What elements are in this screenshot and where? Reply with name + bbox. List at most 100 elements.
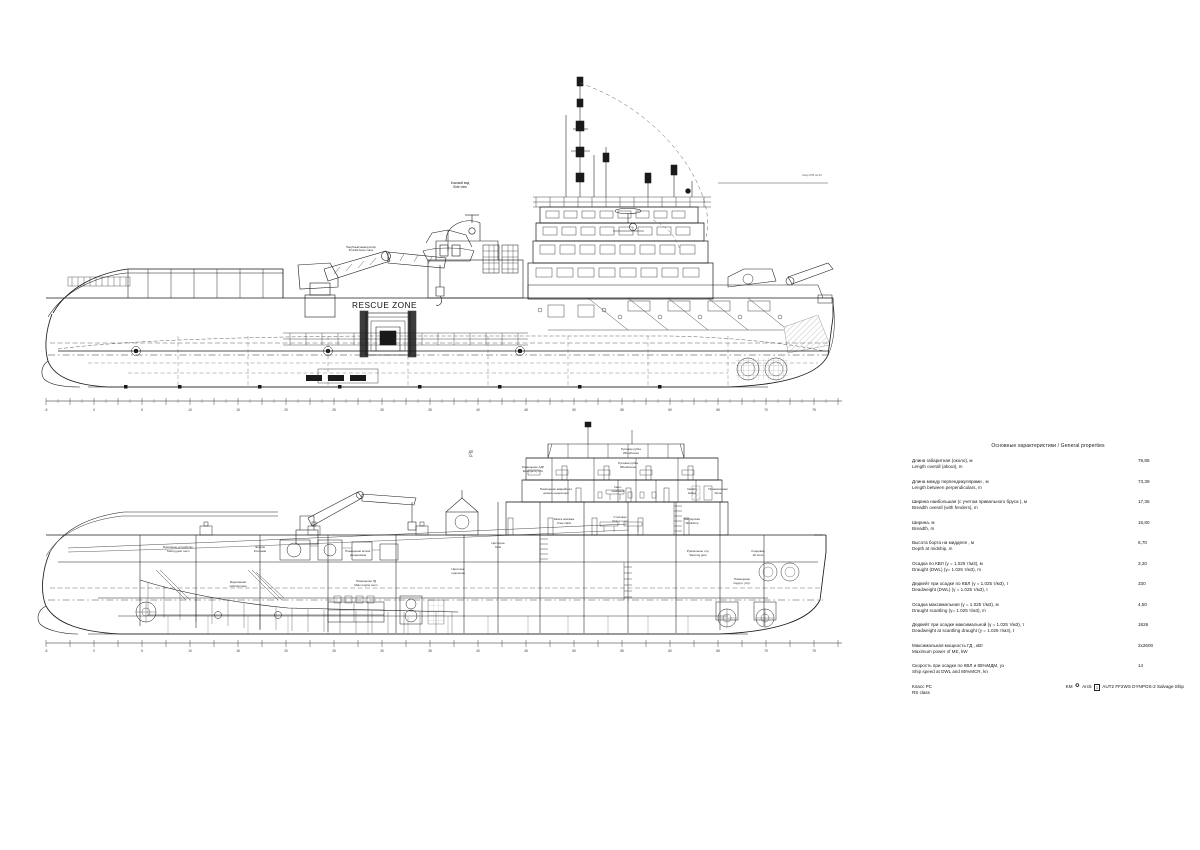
class-label-ru: Класс РС — [912, 683, 932, 689]
spec-label-en: Breadth, m — [912, 525, 935, 531]
spec-label-ru: Высота борта на мидделе , м — [912, 540, 975, 545]
spec-label-en: Depth at midship, m — [912, 546, 953, 551]
spec-label: Ширина, м Breadth, m — [912, 520, 1138, 532]
svg-text:5: 5 — [141, 649, 143, 653]
compartment-corridor: Помещение аварийного — [540, 487, 573, 491]
class-ice-category: Arc5 — [1082, 683, 1092, 689]
side-view-label: Боковой вид Side view — [450, 181, 470, 189]
spec-row-length-overall: Длина габаритная (около), м Length overa… — [912, 458, 1184, 470]
svg-text:-5: -5 — [45, 408, 48, 412]
spec-label-en: Length overall (about), m — [912, 464, 963, 469]
svg-text:40: 40 — [476, 408, 480, 412]
compartment-wheelhouse: Рулевая рубка — [618, 461, 638, 465]
spec-value: 3,20 — [1138, 560, 1147, 566]
svg-text:компания: компания — [612, 489, 625, 493]
svg-text:Steering gear: Steering gear — [689, 553, 706, 557]
spec-table-title: Основные характеристики / General proper… — [991, 443, 1105, 449]
svg-text:15: 15 — [236, 408, 240, 412]
svg-text:0: 0 — [93, 408, 95, 412]
svg-text:Tank: Tank — [495, 545, 502, 549]
general-properties-table: Основные характеристики / General proper… — [912, 443, 1184, 696]
spec-label-ru: Ширина наибольшая (с учетом привального … — [912, 499, 1028, 504]
svg-text:Aft store: Aft store — [753, 553, 764, 557]
class-box-digit: 1 — [1093, 683, 1101, 691]
spec-row-breadth-overall: Ширина наибольшая (с учетом привального … — [912, 499, 1184, 511]
svg-text:75: 75 — [812, 649, 816, 653]
spec-value: 79,85 — [1138, 458, 1150, 463]
spec-value: 14 — [1138, 663, 1144, 668]
compartment-provision: Провизионная — [708, 487, 728, 491]
spec-label-ru: Дедвейт при осадке по КВЛ (γ = 1.025 т/м… — [912, 581, 1009, 586]
spec-label-en: Draught scantling (γ= 1.025 т/м3), m — [912, 607, 986, 613]
spec-label: Дедвейт при осадке по КВЛ (γ = 1.025 т/м… — [912, 581, 1138, 593]
svg-text:5: 5 — [141, 408, 143, 412]
svg-text:45: 45 — [524, 649, 528, 653]
svg-text:10: 10 — [188, 408, 192, 412]
class-notation-text: AUT2 FF2WS DYNPOS-2 Salvage Ship — [1102, 683, 1184, 689]
spec-row-draught-scantling: Осадка максимальная (γ = 1.025 т/м3), м … — [912, 602, 1184, 614]
spec-value: 73,39 — [1138, 478, 1150, 484]
svg-text:55: 55 — [620, 649, 624, 653]
svg-text:Towing gear room: Towing gear room — [167, 549, 191, 553]
svg-text:25: 25 — [332, 408, 336, 412]
svg-text:Emergency DG: Emergency DG — [523, 469, 544, 473]
svg-text:Dining room: Dining room — [612, 519, 628, 523]
svg-text:Store: Store — [715, 491, 722, 495]
svg-text:Workshop: Workshop — [686, 521, 699, 525]
svg-text:20: 20 — [284, 408, 288, 412]
spec-label-ru: Длина между перпендикулярами , м — [912, 478, 989, 484]
svg-text:Wheelhouse: Wheelhouse — [623, 451, 639, 455]
spec-label-en: Deadweight at scantling draught (γ = 1.0… — [912, 628, 1015, 633]
svg-text:Forepeak: Forepeak — [254, 549, 267, 553]
compartment-main-engine: Помещение ГД — [356, 579, 376, 583]
svg-text:15: 15 — [236, 649, 240, 653]
svg-text:подрул. устр.: подрул. устр. — [733, 581, 751, 585]
spec-label: Дедвейт при осадке максимальной (γ = 1.0… — [912, 622, 1138, 634]
spec-label-en: Breadth overall (with fenders), m — [912, 505, 978, 510]
spec-label: Скорость при осадке по КВЛ и 85%МДМ, уз … — [912, 663, 1138, 675]
compartment-diving-laboratory: Водолазная — [230, 580, 246, 584]
spec-value: 1826 — [1138, 622, 1149, 627]
svg-text:25: 25 — [332, 649, 336, 653]
svg-text:45: 45 — [524, 408, 528, 412]
svg-text:70: 70 — [764, 649, 768, 653]
svg-text:10: 10 — [188, 649, 192, 653]
compartment-emergency-dg: Помещение АДГ — [522, 465, 545, 469]
spec-row-deadweight-dwl: Дедвейт при осадке по КВЛ (γ = 1.025 т/м… — [912, 581, 1184, 593]
svg-text:0: 0 — [93, 649, 95, 653]
spec-label-en: Ship speed at DWL and 85%MCR, kn — [912, 669, 988, 674]
svg-text:Crew cabin: Crew cabin — [557, 521, 572, 525]
spec-label: Высота борта на мидделе , м Depth at mid… — [912, 540, 1138, 552]
svg-text:65: 65 — [716, 649, 720, 653]
crane-label: Палубный манипулятор Knuckle boom crane — [346, 246, 376, 253]
spec-value: 6,70 — [1138, 540, 1147, 545]
svg-text:Main engine room: Main engine room — [354, 583, 378, 587]
svg-text:-5: -5 — [45, 649, 48, 653]
svg-text:55: 55 — [620, 408, 624, 412]
compartment-steering-gear: Румпельное отд. — [687, 549, 710, 553]
spec-row-breadth: Ширина, м Breadth, m 16,80 — [912, 520, 1184, 532]
spec-value: 17,36 — [1138, 499, 1150, 504]
compartment-machinery-upper: Помещение вспом. — [345, 549, 371, 553]
spec-label: Максимальная мощность ГД , кВт Maximum p… — [912, 643, 1138, 655]
class-prefix: KM — [1065, 683, 1073, 689]
svg-text:60: 60 — [668, 408, 672, 412]
svg-text:30: 30 — [380, 408, 384, 412]
class-label-en: RS class — [912, 689, 930, 695]
svg-text:дизель-генератора: дизель-генератора — [543, 491, 569, 495]
class-notation-value: KM ✪ Arc5 1 AUT2 FF2WS DYNPOS-2 Salvage … — [1065, 683, 1184, 691]
svg-text:40: 40 — [476, 649, 480, 653]
svg-text:механизмов: механизмов — [350, 553, 367, 557]
svg-text:35: 35 — [428, 408, 432, 412]
spec-label-ru: Скорость при осадке по КВЛ и 85%МДМ, уз — [912, 663, 1005, 668]
compartment-tank-ru: Цистерна — [492, 541, 505, 545]
spec-label-en: Maximum power of ME, kW — [912, 648, 968, 654]
compartment-galley: Камбуз — [687, 487, 697, 491]
spec-label: Ширина наибольшая (с учетом привального … — [912, 499, 1138, 511]
spec-label: Длина габаритная (около), м Length overa… — [912, 458, 1138, 470]
spec-label-en: Deadweight (DWL) (γ = 1.025 т/м3), t — [912, 587, 988, 592]
